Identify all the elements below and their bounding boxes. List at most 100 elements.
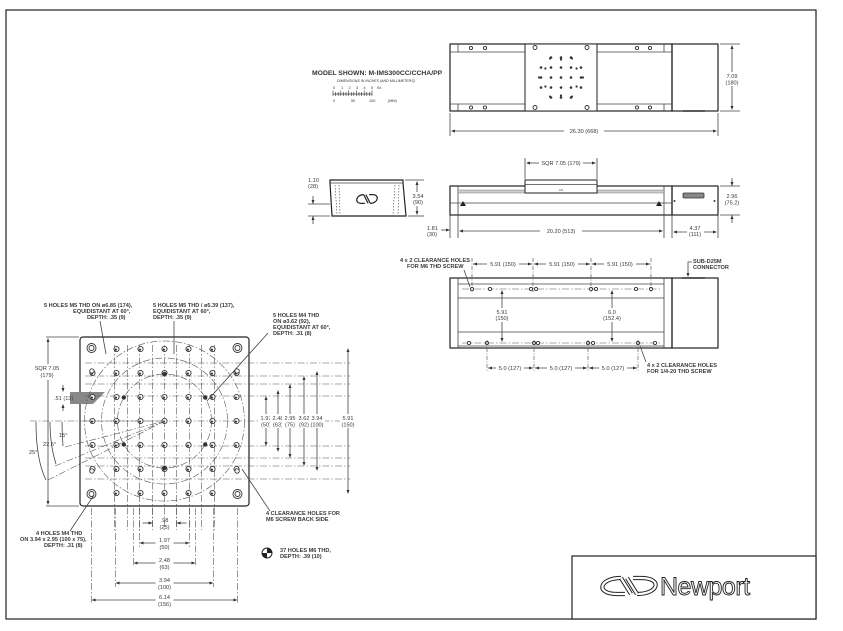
vertical-dim-value: 5.91 — [343, 416, 354, 422]
note-m4-rect-1: 4 HOLES M4 THD — [36, 531, 82, 537]
dim-arrow — [176, 521, 181, 525]
m6-thread-hole-mark — [210, 492, 213, 495]
angle-25: 25° — [29, 450, 37, 456]
horizontal-dim-mm: (63) — [160, 565, 170, 571]
top-length-dim: 26.30 (668) — [570, 129, 599, 135]
legend-m6-2: DEPTH: .39 (10) — [280, 554, 322, 560]
m4-hole — [89, 368, 95, 374]
side-motor-dim-mm: (111) — [689, 232, 701, 238]
clearance-hole-inner — [88, 491, 95, 497]
grid-hole — [569, 86, 573, 89]
limit-marker-left — [460, 201, 466, 206]
m6-thread-hole-mark — [138, 396, 141, 399]
grid-hole — [579, 76, 583, 79]
horizontal-dim-mm: (50) — [160, 545, 170, 551]
dim-arrow — [302, 376, 306, 380]
circle-hole — [581, 76, 585, 79]
dim-label-bg — [155, 594, 174, 608]
scale-mm-0: 0 — [333, 99, 335, 103]
m6-thread-hole-mark — [162, 396, 165, 399]
note-m4-circle-4: DEPTH: .31 (8) — [273, 331, 312, 337]
m6-thread-hole-mark — [186, 348, 189, 351]
rail-holes — [468, 45, 653, 110]
grid-hole — [559, 56, 563, 59]
connector-note-2: CONNECTOR — [693, 265, 729, 271]
m6-thread-hole-mark — [114, 468, 117, 471]
m6-thread-hole-mark — [114, 372, 117, 375]
dim-arrow — [346, 348, 350, 352]
top-height-dim: 7.09 — [727, 74, 738, 80]
horizontal-dim-value: 2.48 — [159, 558, 170, 564]
carriage-sqr-dim-mm: (179) — [40, 373, 53, 379]
quarter-clearance-note-1: 4 x 2 CLEARANCE HOLES — [647, 363, 717, 369]
dim-arrow — [91, 598, 96, 602]
grid-hole — [549, 86, 553, 89]
quarter-hole — [652, 340, 658, 346]
angle-22-5: 22.5° — [43, 442, 56, 448]
horizontal-dim-mm: (100) — [158, 585, 171, 591]
scale-bar: 0 1 2 3 4 5 IN. 0 50 100 (MM) — [332, 86, 398, 103]
m6-thread-hole-mark — [186, 372, 189, 375]
m6-hole — [528, 286, 534, 292]
grid-hole — [579, 66, 583, 69]
m5-hole — [121, 395, 126, 400]
note-m5-outer-1: 5 HOLES M5 THD ON ø6.85 (174), — [44, 303, 133, 309]
vertical-dim-value: 3.62 — [299, 416, 310, 422]
units-note: DIMENSIONS IN INCHES (AND MILLIMETERS) — [337, 79, 415, 83]
m6-thread-hole-mark — [138, 444, 141, 447]
end-dim-a: 1.10 — [308, 178, 319, 184]
clearance-hole-inner — [234, 491, 241, 497]
side-motor-dim: 4.37 — [690, 226, 701, 232]
scale-inch-0: 0 — [333, 86, 335, 90]
m4-hole — [234, 368, 240, 374]
corner-hole — [584, 105, 590, 110]
edge-shading — [70, 392, 105, 404]
dim-arrow — [302, 462, 306, 466]
carriage-view: 5 HOLES M5 THD ON ø6.85 (174), EQUIDISTA… — [20, 303, 356, 608]
clearance-hole-inner — [234, 345, 241, 351]
row-spacing-a-mm: (150) — [495, 316, 508, 322]
side-height-dim-mm: (75.2) — [725, 201, 740, 207]
scale-mm-50: 50 — [351, 99, 355, 103]
m6-thread-hole-mark — [90, 396, 93, 399]
dim-arrow — [139, 541, 144, 545]
connector-note-1: SUB-D25M — [693, 259, 722, 265]
top-spacing-3: 5.91 (150) — [607, 262, 633, 268]
note-back-side-2: M6 SCREW BACK SIDE — [266, 517, 329, 523]
m4-hole — [234, 468, 240, 474]
angle-15: 15° — [59, 433, 67, 439]
m6-thread-hole-mark — [186, 468, 189, 471]
corner-hole — [532, 105, 538, 110]
dim-arrow — [148, 521, 153, 525]
m4-hole — [89, 468, 95, 474]
end-dim-b: 3.54 — [413, 194, 424, 200]
circle-hole — [575, 85, 578, 88]
quarter-hole — [466, 340, 472, 346]
circle-hole — [570, 95, 574, 98]
vertical-dim-mm: (75) — [285, 423, 295, 429]
circle-hole — [575, 67, 578, 70]
brand-wordmark: Newport — [660, 573, 750, 601]
carriage-plate-outline — [79, 336, 250, 507]
dim-arrow — [315, 467, 319, 471]
quarter-clearance-note-2: FOR 1/4-20 THD SCREW — [647, 369, 712, 375]
dim-label-bg — [155, 557, 174, 571]
row-spacing-b-mm: (152.4) — [603, 316, 621, 322]
m6-thread-hole-mark — [162, 444, 165, 447]
note-m4-rect-2: ON 3.94 x 2.95 (100 x 75), — [20, 537, 87, 543]
dim-arrow — [346, 490, 350, 494]
end-view: 1.10 (28) 3.54 (90) — [308, 178, 426, 224]
grid-hole — [569, 76, 573, 79]
horizontal-dimensions: .98(25)1.97(50)2.48(63)3.94(100)6.14(156… — [91, 508, 238, 608]
dim-label-bg — [155, 537, 174, 551]
circle-hole — [544, 85, 547, 88]
m6-thread-hole-mark — [186, 492, 189, 495]
m6-thread-hole-mark — [138, 372, 141, 375]
side-left-offset-mm: (30) — [427, 232, 437, 238]
grid-hole — [559, 86, 563, 89]
quarter-hole — [590, 340, 596, 346]
m6-thread-hole-mark — [114, 492, 117, 495]
m6-thread-hole-mark — [114, 396, 117, 399]
row-spacing-a: 5.91 — [497, 310, 508, 316]
bottom-spacing-3: 5.0 (127) — [602, 366, 625, 372]
